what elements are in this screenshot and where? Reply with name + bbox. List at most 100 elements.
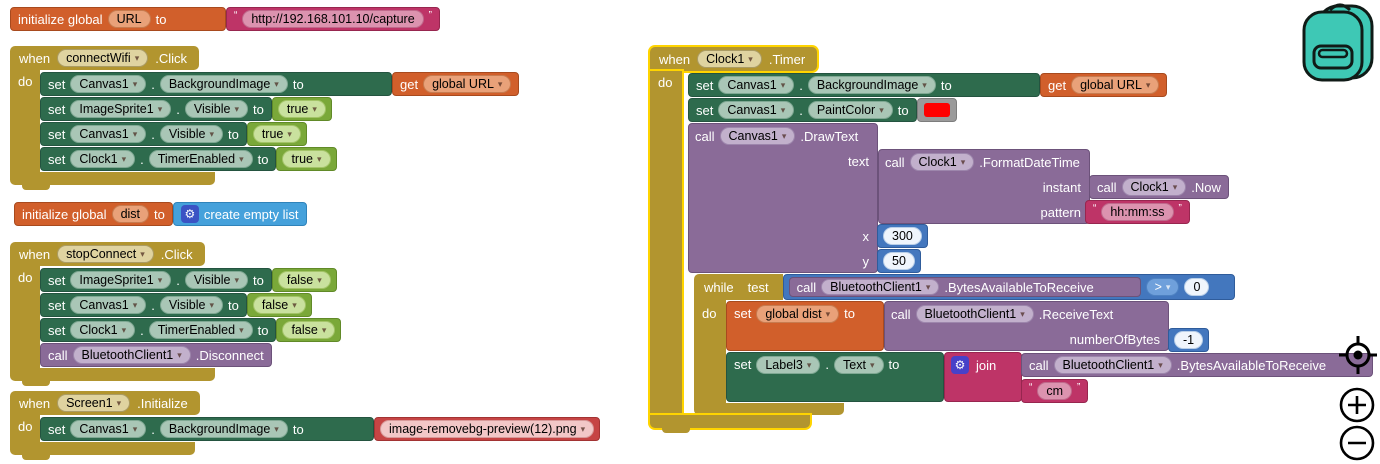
component-dropdown[interactable]: Screen1▾ <box>57 394 131 412</box>
set-block[interactable]: set ImageSprite1▾ . Visible▾ to <box>40 268 272 292</box>
create-empty-list-block[interactable]: ⚙ create empty list <box>172 202 307 226</box>
logic-true-block[interactable]: true▾ <box>271 97 332 121</box>
component-dropdown[interactable]: Canvas1▾ <box>70 125 147 143</box>
number-value-field[interactable]: 300 <box>883 227 922 245</box>
component-dropdown[interactable]: Canvas1▾ <box>70 75 147 93</box>
property-dropdown[interactable]: Visible▾ <box>184 100 248 118</box>
property-dropdown[interactable]: Visible▾ <box>159 296 223 314</box>
variable-name-field[interactable]: URL <box>107 10 151 28</box>
component-dropdown[interactable]: Label3▾ <box>756 356 821 374</box>
join-block[interactable]: ⚙ join call BluetoothClient1▾ .BytesAvai… <box>944 352 1373 403</box>
set-block[interactable]: set Clock1▾ . TimerEnabled▾ to <box>40 147 277 171</box>
property-dropdown[interactable]: BackgroundImage▾ <box>807 76 936 94</box>
component-dropdown[interactable]: connectWifi▾ <box>57 49 149 67</box>
block-when-stopconnect-click[interactable]: when stopConnect▾ .Click do set ImageSpr… <box>10 242 342 386</box>
number-block[interactable]: 300 <box>877 224 928 248</box>
text-string-block[interactable]: “ cm ” <box>1021 379 1089 403</box>
logic-false-block[interactable]: false▾ <box>246 293 312 317</box>
component-dropdown[interactable]: BluetoothClient1▾ <box>1053 356 1172 374</box>
event-header[interactable]: when Screen1▾ .Initialize <box>10 391 200 415</box>
string-value-field[interactable]: http://192.168.101.10/capture <box>242 10 424 28</box>
string-value-field[interactable]: cm <box>1037 382 1073 400</box>
number-value-field[interactable]: -1 <box>1174 331 1204 349</box>
component-dropdown[interactable]: BluetoothClient1▾ <box>915 305 1034 323</box>
property-dropdown[interactable]: BackgroundImage▾ <box>159 75 288 93</box>
property-dropdown[interactable]: BackgroundImage▾ <box>159 420 288 438</box>
component-dropdown[interactable]: Clock1▾ <box>70 321 136 339</box>
property-dropdown[interactable]: TimerEnabled▾ <box>148 321 253 339</box>
set-block[interactable]: set Canvas1▾ . Visible▾ to <box>40 122 247 146</box>
mutator-gear-icon[interactable]: ⚙ <box>951 356 969 374</box>
zoom-out-button[interactable]: − <box>1338 424 1376 462</box>
initialize-global-block[interactable]: initialize global dist to <box>14 202 173 226</box>
logic-false-block[interactable]: false▾ <box>271 268 337 292</box>
text-string-block[interactable]: “ http://192.168.101.10/capture ” <box>226 7 441 31</box>
component-dropdown[interactable]: BluetoothClient1▾ <box>72 346 191 364</box>
event-header[interactable]: when Clock1▾ .Timer <box>650 47 818 71</box>
call-bytesavailable-block[interactable]: call BluetoothClient1▾ .BytesAvailableTo… <box>1021 353 1373 377</box>
block-initialize-global-dist[interactable]: initialize global dist to ⚙ create empty… <box>14 202 307 227</box>
while-header[interactable]: while test <box>694 274 783 300</box>
component-dropdown[interactable]: ImageSprite1▾ <box>70 271 172 289</box>
component-dropdown[interactable]: Canvas1▾ <box>718 76 795 94</box>
logic-dropdown[interactable]: true▾ <box>282 150 331 168</box>
variable-name-field[interactable]: dist <box>111 205 150 223</box>
component-dropdown[interactable]: stopConnect▾ <box>57 245 154 263</box>
set-block[interactable]: set Canvas1▾ . BackgroundImage▾ to <box>40 417 374 441</box>
asset-dropdown[interactable]: image-removebg-preview(12).png▾ <box>380 420 595 438</box>
set-block[interactable]: set Canvas1▾ . BackgroundImage▾ to <box>688 73 1040 97</box>
component-dropdown[interactable]: Clock1▾ <box>697 50 762 68</box>
number-block[interactable]: 50 <box>877 249 921 273</box>
logic-dropdown[interactable]: true▾ <box>252 125 301 143</box>
set-block[interactable]: set Canvas1▾ . BackgroundImage▾ to <box>40 72 392 96</box>
asset-picker-block[interactable]: image-removebg-preview(12).png▾ <box>374 417 601 441</box>
block-when-screen1-initialize[interactable]: when Screen1▾ .Initialize do set Canvas1… <box>10 391 601 460</box>
zoom-in-button[interactable]: + <box>1338 386 1376 424</box>
variable-dropdown[interactable]: global dist▾ <box>756 305 840 323</box>
component-dropdown[interactable]: BluetoothClient1▾ <box>821 279 940 295</box>
variable-dropdown[interactable]: global URL▾ <box>423 75 512 93</box>
number-value-field[interactable]: 50 <box>883 252 915 270</box>
call-formatdatetime-block[interactable]: call Clock1▾ .FormatDateTime instant pat… <box>878 149 1229 224</box>
component-dropdown[interactable]: Canvas1▾ <box>718 101 795 119</box>
set-block[interactable]: set ImageSprite1▾ . Visible▾ to <box>40 97 272 121</box>
while-block[interactable]: while test call BluetoothClient1▾ .Bytes… <box>694 274 1373 415</box>
property-dropdown[interactable]: Visible▾ <box>184 271 248 289</box>
property-dropdown[interactable]: PaintColor▾ <box>807 101 893 119</box>
operator-dropdown[interactable]: >▾ <box>1145 278 1180 296</box>
component-dropdown[interactable]: Canvas1▾ <box>70 296 147 314</box>
logic-dropdown[interactable]: false▾ <box>282 321 336 339</box>
block-when-connectwifi-click[interactable]: when connectWifi▾ .Click do set Canvas1▾… <box>10 46 520 190</box>
set-variable-block[interactable]: set global dist▾ to <box>726 301 884 351</box>
component-dropdown[interactable]: Canvas1▾ <box>70 420 147 438</box>
logic-true-block[interactable]: true▾ <box>276 147 337 171</box>
center-blocks-icon[interactable] <box>1337 334 1379 376</box>
mutator-gear-icon[interactable]: ⚙ <box>180 205 199 223</box>
block-when-clock1-timer[interactable]: when Clock1▾ .Timer do set Canvas1▾ . Ba… <box>650 47 1373 433</box>
color-value-block[interactable] <box>916 98 957 122</box>
get-variable-block[interactable]: get global URL▾ <box>392 72 520 96</box>
property-dropdown[interactable]: Text▾ <box>834 356 884 374</box>
component-dropdown[interactable]: Clock1▾ <box>909 153 975 171</box>
call-bytesavailable-block[interactable]: call BluetoothClient1▾ .BytesAvailableTo… <box>788 277 1141 297</box>
set-block[interactable]: set Canvas1▾ . PaintColor▾ to <box>688 98 917 122</box>
component-dropdown[interactable]: Clock1▾ <box>1121 178 1187 196</box>
property-dropdown[interactable]: TimerEnabled▾ <box>148 150 253 168</box>
set-block[interactable]: set Label3▾ . Text▾ to <box>726 352 944 402</box>
initialize-global-block[interactable]: initialize global URL to <box>10 7 226 31</box>
logic-false-block[interactable]: false▾ <box>276 318 342 342</box>
component-dropdown[interactable]: Clock1▾ <box>70 150 136 168</box>
number-block[interactable]: -1 <box>1168 328 1210 352</box>
logic-dropdown[interactable]: false▾ <box>252 296 306 314</box>
red-color-swatch[interactable] <box>923 103 950 117</box>
event-header[interactable]: when connectWifi▾ .Click <box>10 46 199 70</box>
property-dropdown[interactable]: Visible▾ <box>159 125 223 143</box>
call-receivetext-block[interactable]: call BluetoothClient1▾ .ReceiveText numb… <box>884 301 1210 352</box>
number-value-field[interactable]: 0 <box>1184 278 1210 296</box>
backpack-icon[interactable] <box>1300 0 1380 88</box>
call-drawtext-block[interactable]: call Canvas1▾ .DrawText text x y call Cl… <box>688 123 1229 273</box>
set-block[interactable]: set Canvas1▾ . Visible▾ to <box>40 293 247 317</box>
call-clock-now-block[interactable]: call Clock1▾ .Now <box>1089 175 1229 199</box>
component-dropdown[interactable]: ImageSprite1▾ <box>70 100 172 118</box>
